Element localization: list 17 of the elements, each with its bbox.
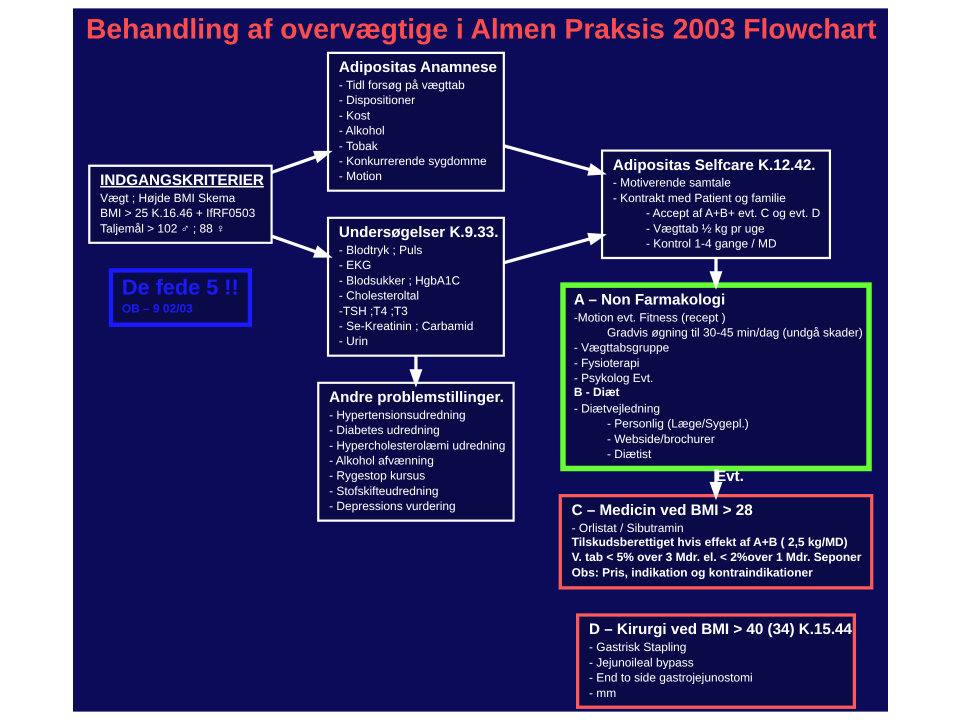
arrow	[503, 232, 606, 264]
node-box: C – Medicin ved BMI > 28 - Orlistat / Sibutramin Tilskudsberettiget hvis effekt af A+B ( 2,5 kg/MD) V. tab < 5% over 3 Mdr. el. < 2%over 1 Mdr. Seponer Obs: Pris, indikation og kontraindikationer	[558, 494, 873, 590]
node-box: Adipositas Selfcare K.12.42. - Motiverende samtale - Kontrakt med Patient og familie - Accept af A+B+ evt. C og evt. D - Vægttab ½ kg pr uge - Kontrol 1-4 gange / MD	[600, 149, 831, 260]
arrow	[709, 468, 722, 500]
arrow	[408, 356, 422, 388]
arrow	[270, 150, 332, 174]
node-box: Andre problemstillinger. - Hypertensionsudredning - Diabetes udredning - Hypercholesterolæmi udredning - Alkohol afvænning - Rygestop kursus - Stofskifteudredning - Depressions vurdering	[316, 382, 514, 522]
node-box: Adipositas Anamnese - Tidl forsøg på vægttab - Dispositioner - Kost - Alkohol - Tobak - Konkurrerende sygdomme - Motion	[326, 52, 504, 192]
arrow	[503, 144, 606, 176]
node-box: Undersøgelser K.9.33. - Blodtryk ; Puls - EKG - Blodsukker ; HgbA1C - Cholesteroltal -TSH ;T4 ;T3 - Se-Kreatinin ; Carbamid - Urin	[326, 216, 504, 357]
diagram-title: Behandling af overvægtige i Almen Praksis 2003 Flowchart	[86, 12, 876, 45]
node-box: A – Non Farmakologi -Motion evt. Fitness (recept ) Gradvis øgning til 30-45 min/dag (undgå skader) - Vægttabsgruppe - Fysioterapi - Psykolog Evt. B - Diæt - Diætvejledning - Personlig (Læge/Sygepl.) - Webside/brochurer - Diætist	[560, 282, 872, 472]
node-box: De fede 5 !! OB – 9 02/03	[108, 268, 252, 327]
node-box: INDGANGSKRITERIER Vægt ; Højde BMI Skema BMI > 25 K.16.46 + IfRF0503 Taljemål > 102 ♂ ; 88 ♀	[88, 164, 272, 244]
arrow	[709, 258, 722, 290]
node-box: D – Kirurgi ved BMI > 40 (34) K.15.44 - Gastrisk Stapling - Jejunoileal bypass - End to side gastrojejunostomi - mm	[576, 613, 856, 709]
arrow	[270, 234, 332, 258]
